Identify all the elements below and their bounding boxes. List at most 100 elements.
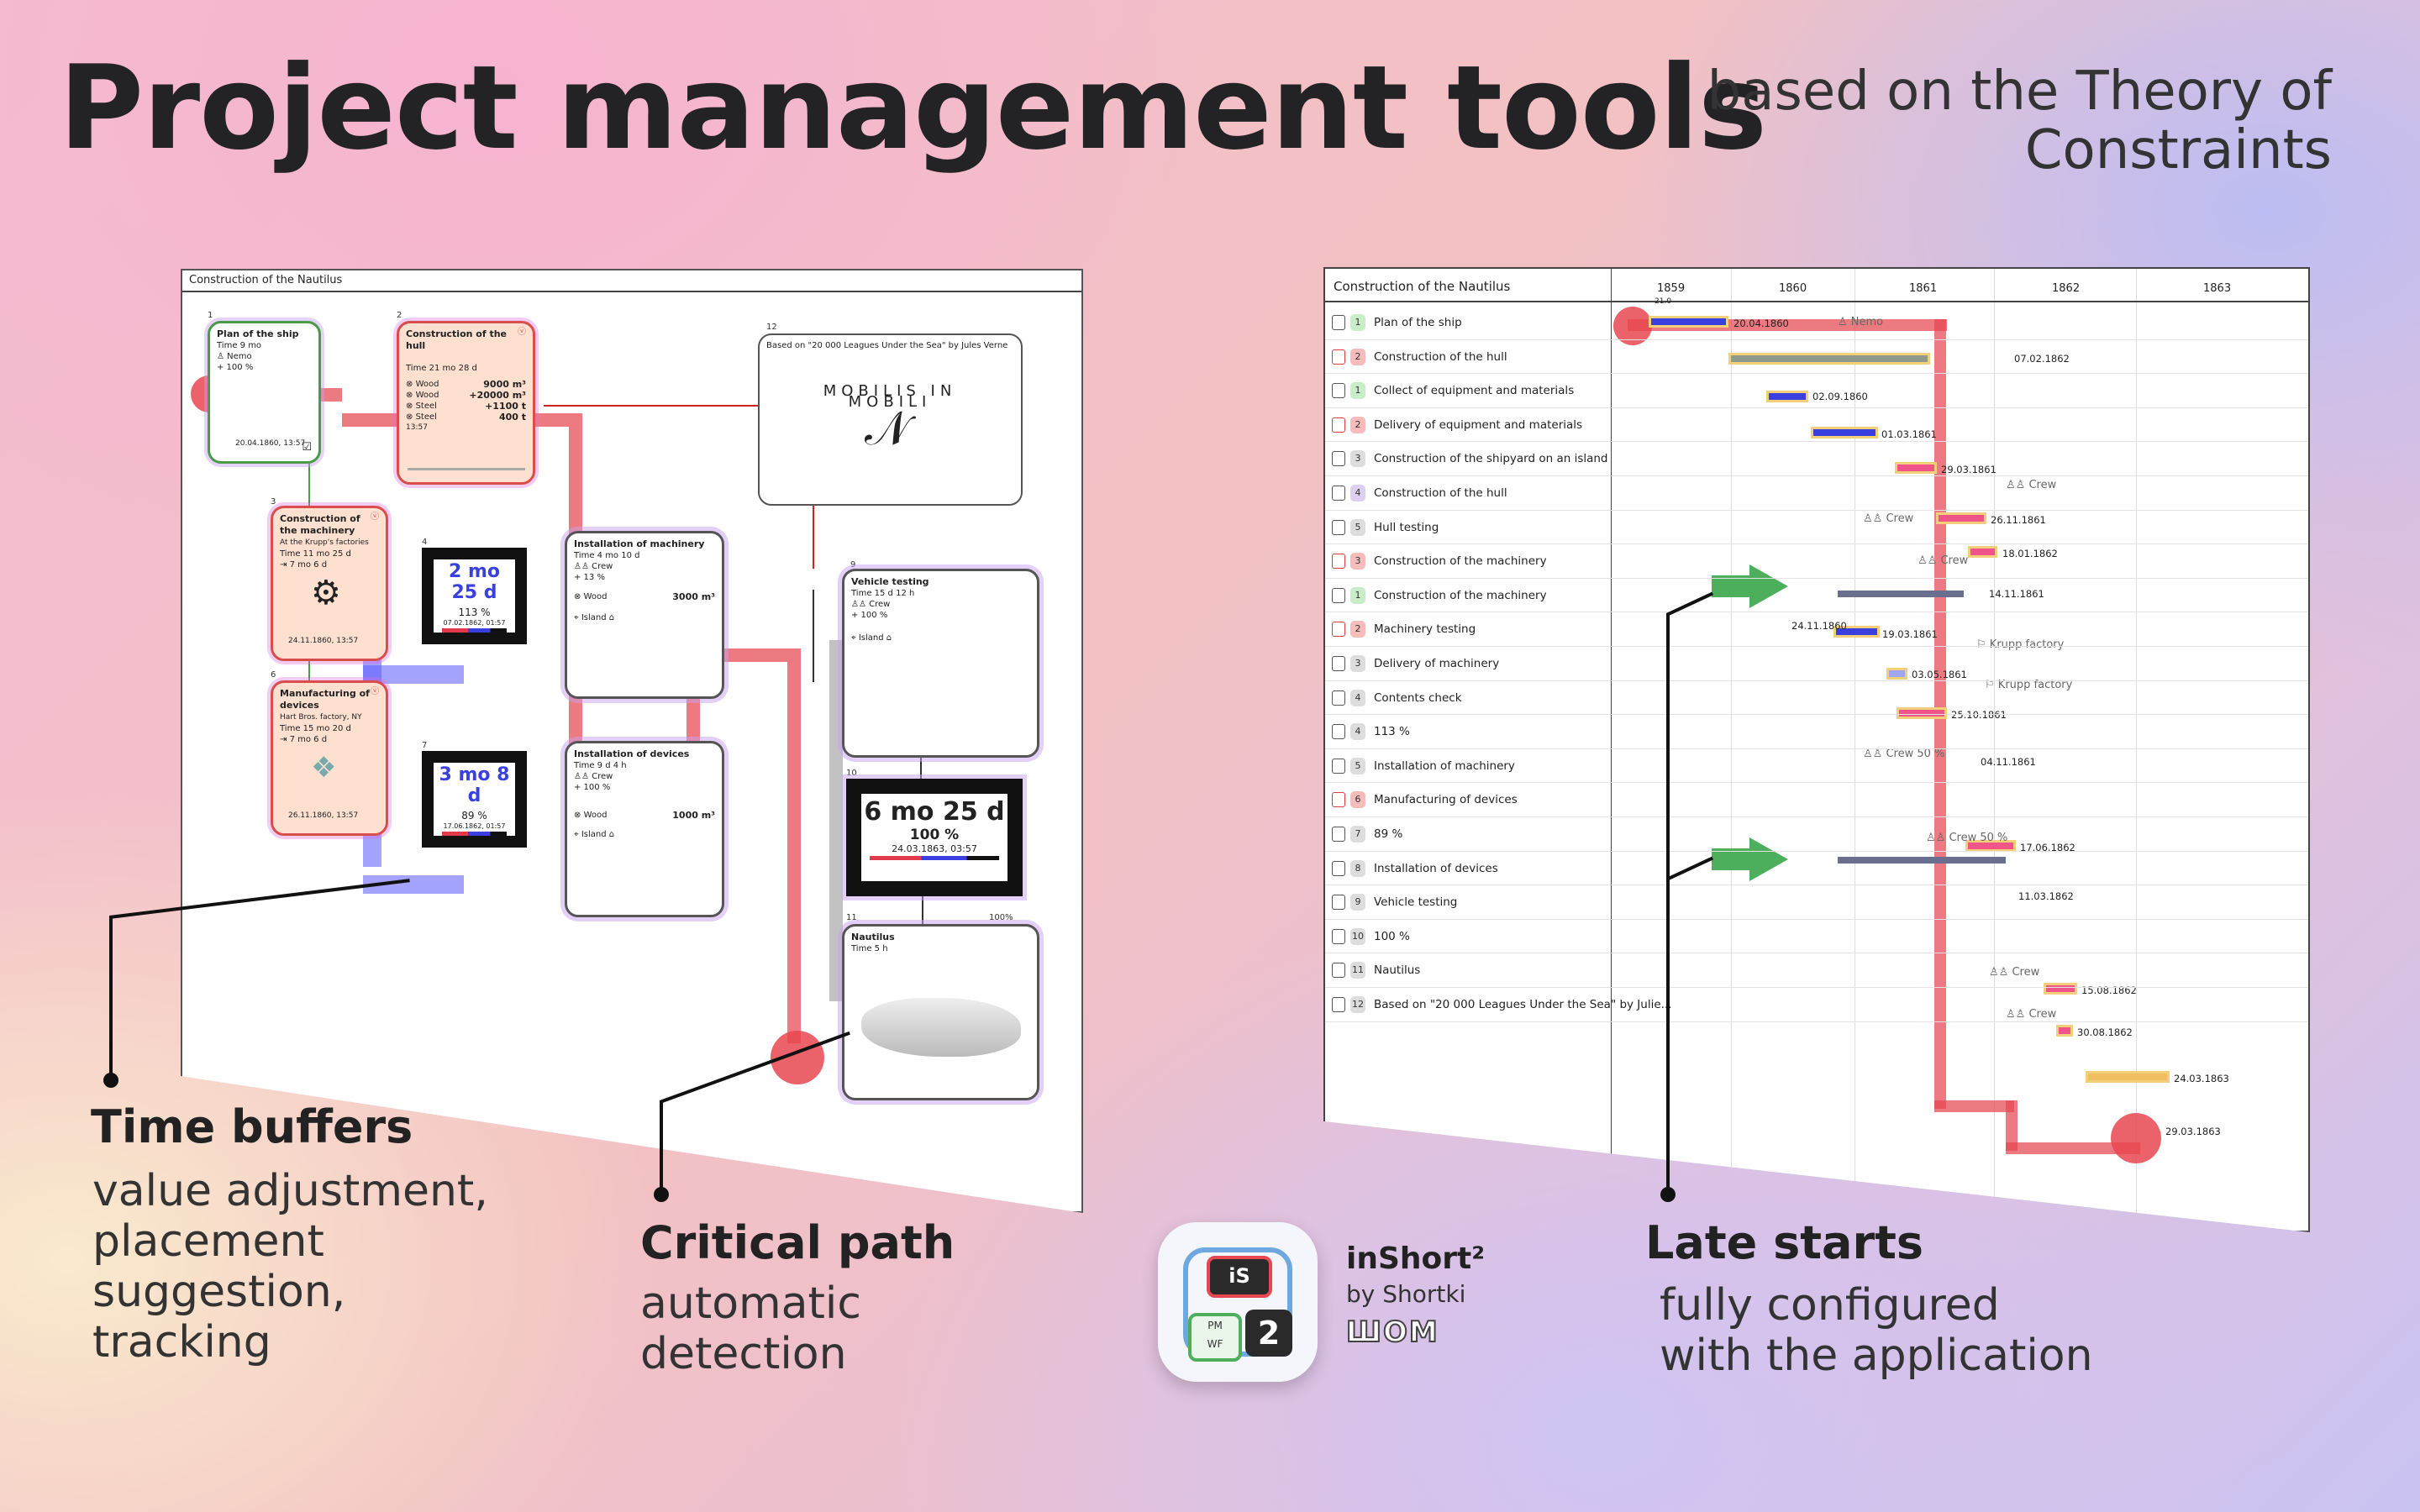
node-plan-of-ship[interactable]: Plan of the ship Time 9 mo ♙ Nemo + 100 … [208,321,321,464]
date-label: 26.11.1861 [1991,514,2046,526]
gantt-bar[interactable] [1838,591,1964,597]
task-icon[interactable] [1332,758,1345,774]
node-nautilus[interactable]: Nautilus Time 5 h [842,924,1039,1100]
date-label: 30.08.1862 [2077,1026,2133,1038]
resource-label: ♙♙ Crew 50 % [1863,748,1945,760]
buffer-value: 2 mo 25 d [448,561,500,603]
gantt-bar[interactable] [1766,391,1808,402]
gantt-bar[interactable] [1936,512,1986,524]
task-icon[interactable] [1332,895,1345,911]
row-divider [1325,543,2308,545]
task-label: Construction of the machinery [1374,588,1547,602]
task-number: 8 [1350,859,1365,877]
node-construction-of-hull[interactable]: Construction of the hull ⓥ Time 21 mo 28… [397,321,535,485]
gantt-title: Construction of the Nautilus [1334,279,1511,294]
task-icon[interactable] [1332,690,1345,706]
node-time: Time 9 d 4 h [574,761,627,770]
task-icon[interactable] [1332,963,1345,979]
time-buffer-10[interactable]: 6 mo 25 d 100 % 24.03.1863, 03:57 [846,779,1023,896]
alert-icon: ⓥ [371,512,379,522]
task-icon[interactable] [1332,349,1345,365]
row-divider [1325,441,2308,443]
gantt-bar[interactable] [1886,668,1907,680]
gantt-bar[interactable] [2044,983,2077,995]
gantt-bar[interactable] [2086,1071,2170,1083]
time-buffer-4[interactable]: 2 mo 25 d 113 % 07.02.1862, 01:57 [422,548,527,644]
task-icon[interactable] [1332,827,1345,842]
checkbox-icon[interactable]: ☑ [302,441,312,454]
date-label: 24.11.1860 [1791,620,1847,632]
gantt-view-panel[interactable]: Construction of the Nautilus 1859 1860 1… [1323,267,2310,1232]
gantt-bar[interactable] [1965,840,2016,852]
node-late: 7 mo 6 d [289,560,328,570]
node-title: Installation of devices [574,748,690,759]
node-title: Construction of the hull [406,328,508,351]
task-icon[interactable] [1332,792,1345,808]
page-title: Project management tools [59,40,1767,176]
node-vehicle-testing[interactable]: Vehicle testing Time 15 d 12 h ♙♙ Crew +… [842,569,1039,758]
task-icon[interactable] [1332,928,1345,944]
task-icon[interactable] [1332,997,1345,1012]
gantt-bar[interactable] [2056,1025,2073,1037]
task-icon[interactable] [1332,860,1345,876]
node-manufacturing-of-devices[interactable]: Manufacturing of devices ⓥ Hart Bros. fa… [271,680,388,836]
task-label: Construction of the hull [1374,349,1507,364]
node-installation-of-machinery[interactable]: Installation of machinery Time 4 mo 10 d… [565,531,724,699]
person-icon: ♙ [217,352,224,361]
task-icon[interactable] [1332,315,1345,330]
buffer-value: 3 mo 8 d [439,764,510,806]
task-icon[interactable] [1332,724,1345,740]
task-icon[interactable] [1332,383,1345,399]
gantt-bar[interactable] [1897,707,1947,719]
task-icon[interactable] [1332,486,1345,501]
task-icon[interactable] [1332,656,1345,671]
gantt-bar[interactable] [1728,353,1930,365]
task-icon[interactable] [1332,519,1345,535]
resource-label: ♙♙ Crew [2006,479,2057,491]
gantt-bar[interactable] [1649,316,1728,328]
note-card[interactable]: Based on "20 000 Leagues Under the Sea" … [758,333,1023,506]
node-resource: Nemo [227,352,252,361]
gantt-bar[interactable] [1811,427,1878,438]
progress-slider[interactable] [408,468,525,470]
crew-icon: ♙♙ [851,600,866,609]
gantt-bar[interactable] [1838,857,2006,864]
node-construction-of-machinery[interactable]: Construction of the machinery ⓥ At the K… [271,506,388,661]
task-icon[interactable] [1332,622,1345,638]
task-icon[interactable] [1332,451,1345,467]
task-icon[interactable] [1332,417,1345,433]
network-view-title: Construction of the Nautilus [189,274,343,286]
gantt-bar[interactable] [1895,462,1937,474]
node-installation-of-devices[interactable]: Installation of devices Time 9 d 4 h ♙♙ … [565,741,724,917]
task-icon[interactable] [1332,587,1345,603]
gantt-bar[interactable] [1968,546,1997,558]
gantt-bar[interactable] [1833,626,1880,638]
task-icon[interactable] [1332,554,1345,570]
task-number: 3 [1350,450,1365,468]
time-buffer-7[interactable]: 3 mo 8 d 89 % 17.06.1862, 01:57 [422,751,527,848]
task-number: 7 [1350,826,1365,843]
network-view-panel[interactable]: Construction of the Nautilus 1 Plan of t… [181,269,1083,1213]
